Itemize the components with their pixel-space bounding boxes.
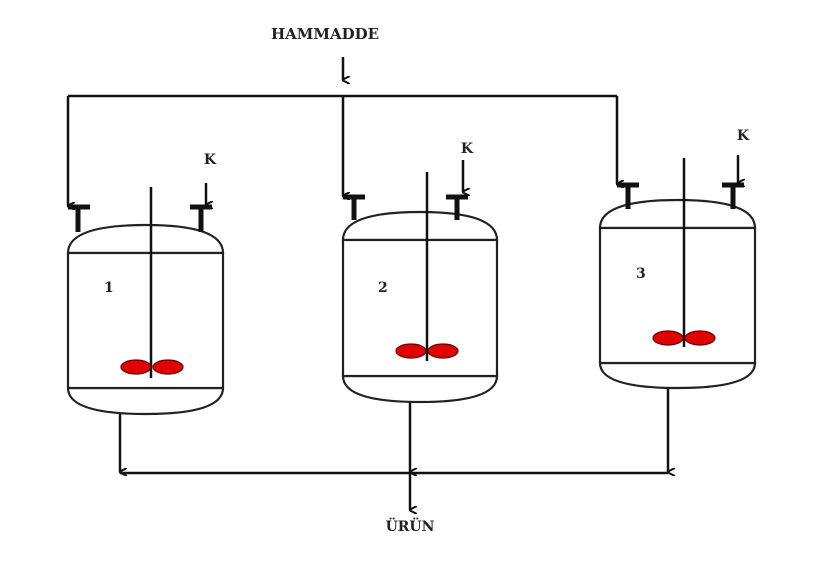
impeller-icon — [652, 330, 684, 346]
impeller-icon — [395, 343, 427, 359]
vessel-number: 1 — [104, 280, 114, 296]
nozzle-icon — [343, 194, 468, 220]
nozzle-icon — [617, 182, 744, 209]
coolant-label: K — [204, 152, 217, 168]
vessel-2: 2 K — [341, 141, 499, 404]
feed-label: HAMMADDE — [271, 25, 379, 43]
vessel-3: 3 K — [598, 128, 757, 390]
coolant-label: K — [737, 128, 750, 144]
impeller-icon — [427, 343, 459, 359]
vessel-number: 3 — [636, 266, 646, 282]
impeller-icon — [152, 359, 184, 375]
impeller-icon — [120, 359, 152, 375]
nozzle-icon — [68, 204, 212, 232]
coolant-label: K — [461, 141, 474, 157]
vessel-1: 1 K — [66, 152, 225, 416]
product-label: ÜRÜN — [386, 516, 435, 535]
vessel-number: 2 — [378, 280, 388, 296]
impeller-icon — [684, 330, 716, 346]
